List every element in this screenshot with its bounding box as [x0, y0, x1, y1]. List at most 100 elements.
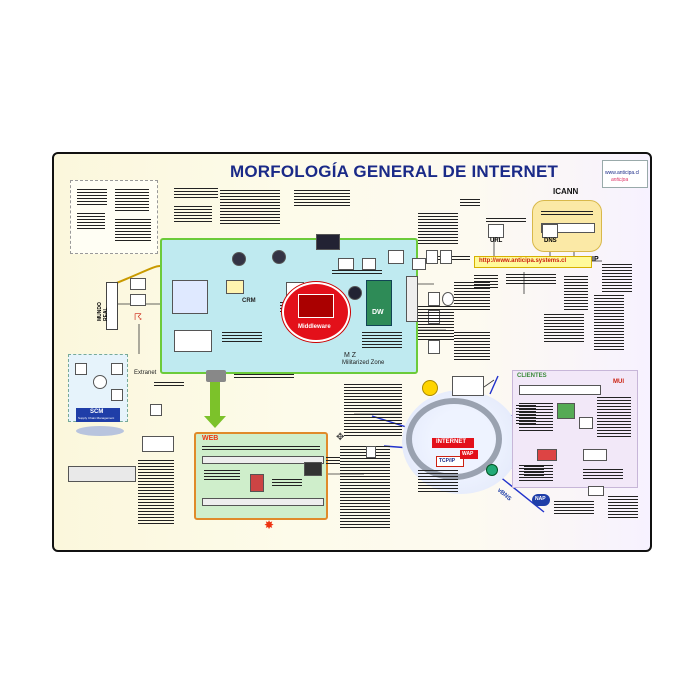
url-example-text: http://www.anticipa.systems.cl: [479, 258, 567, 264]
nap-badge: NAP: [532, 494, 550, 506]
sun-icon: [422, 380, 438, 396]
tcpip-badge: TCP/IP: [436, 456, 464, 467]
text-block: [154, 382, 184, 386]
wap-badge: WAP: [460, 450, 478, 459]
computer-icon: [557, 403, 575, 419]
text-block: [486, 216, 526, 222]
workstation-group: [174, 330, 212, 352]
mundo-real-label: MUNDO REAL: [97, 302, 109, 321]
node-icon: [486, 464, 498, 476]
url-example-bar: http://www.anticipa.systems.cl: [474, 256, 592, 268]
computer-icon: [304, 462, 322, 476]
web-zone-panel: WEB: [194, 432, 328, 520]
device-group: [537, 449, 557, 461]
computer-icon: [488, 224, 504, 238]
office-devices: [142, 436, 174, 452]
text-block: [541, 209, 593, 215]
text-block: [344, 382, 402, 436]
left-note-frame: [70, 180, 158, 254]
text-block: [202, 446, 320, 450]
phone-icon: [428, 340, 440, 354]
phone-icon: [440, 250, 452, 264]
device-group: [583, 449, 607, 461]
client-bar: [519, 385, 601, 395]
person-icon: ☈: [134, 312, 143, 322]
text-block: [234, 372, 294, 378]
camera-icon: [232, 252, 246, 266]
firewall-icon: [206, 370, 226, 382]
server-icon: [412, 258, 426, 270]
factory-icon: [130, 278, 146, 290]
storage-rack: [406, 276, 418, 322]
server-icon: [388, 250, 404, 264]
text-block: [115, 187, 149, 211]
phone-icon: [588, 486, 604, 496]
user-icon: [111, 363, 123, 375]
user-icon: [111, 389, 123, 401]
tcpip-label: TCP/IP: [439, 458, 456, 464]
url-label: URL: [490, 238, 503, 244]
tower-icon: [366, 446, 376, 458]
user-icon: [75, 363, 87, 375]
internet-label: INTERNET: [436, 439, 466, 445]
computer-icon: [362, 258, 376, 270]
web-bus-lower: [202, 498, 324, 506]
text-block: [594, 294, 624, 350]
poster-title: MORFOLOGÍA GENERAL DE INTERNET: [230, 162, 559, 181]
text-block: [524, 464, 544, 476]
text-block: [220, 190, 280, 224]
server-cluster: [298, 294, 334, 318]
text-block: [332, 270, 382, 274]
web-label: WEB: [202, 435, 219, 442]
scm-banner: SCM Supply Chain Management: [76, 408, 120, 422]
text-block: [418, 212, 458, 244]
text-block: [222, 332, 262, 342]
mui-label: MUI: [613, 379, 624, 385]
text-block: [544, 314, 584, 342]
text-block: [506, 274, 556, 284]
nap-label: NAP: [535, 496, 546, 502]
data-warehouse: DW: [366, 280, 392, 326]
text-block: [174, 188, 218, 198]
printer-icon: [338, 258, 354, 270]
text-block: [418, 468, 458, 492]
text-block: [77, 187, 107, 205]
disc-icon: [348, 286, 362, 300]
phone-icon: [426, 250, 438, 264]
hub-icon: [93, 375, 107, 389]
text-block: [362, 330, 402, 348]
scm-bus: [68, 466, 136, 482]
text-block: [454, 280, 490, 310]
crm-label: CRM: [242, 298, 256, 304]
text-block: [115, 219, 151, 241]
icann-label: ICANN: [553, 187, 579, 196]
document-icon: [226, 280, 244, 294]
web-bus-upper: [202, 456, 324, 464]
scm-label: SCM: [90, 409, 104, 415]
guitar-icon: [272, 250, 286, 264]
dns-label: DNS: [544, 238, 557, 244]
logo-url: www.anticipa.cl: [605, 170, 640, 176]
text-block: [77, 213, 105, 229]
wap-label: WAP: [462, 451, 474, 457]
mz-sublabel: Militarized Zone: [342, 360, 385, 366]
extranet-label: Extranet: [134, 370, 157, 376]
truck-icon: [130, 294, 146, 306]
middleware-hub: Middleware: [282, 282, 350, 342]
monitor-icon: [316, 234, 340, 250]
text-block: [418, 304, 454, 340]
dw-label: DW: [372, 309, 384, 316]
middleware-label: Middleware: [298, 324, 331, 330]
text-block: [272, 478, 302, 486]
text-block: [204, 470, 240, 480]
text-block: [597, 395, 631, 437]
text-block: [583, 467, 623, 479]
text-block: [138, 458, 174, 524]
text-block: [340, 444, 390, 528]
server-icon: [542, 224, 558, 238]
scm-sublabel: Supply Chain Management: [78, 416, 115, 420]
computer-icon: [150, 404, 162, 416]
logo-box: www.anticipa.cl anticipa: [602, 160, 648, 188]
database-stack-icon: [172, 280, 208, 314]
text-block: [174, 206, 212, 222]
